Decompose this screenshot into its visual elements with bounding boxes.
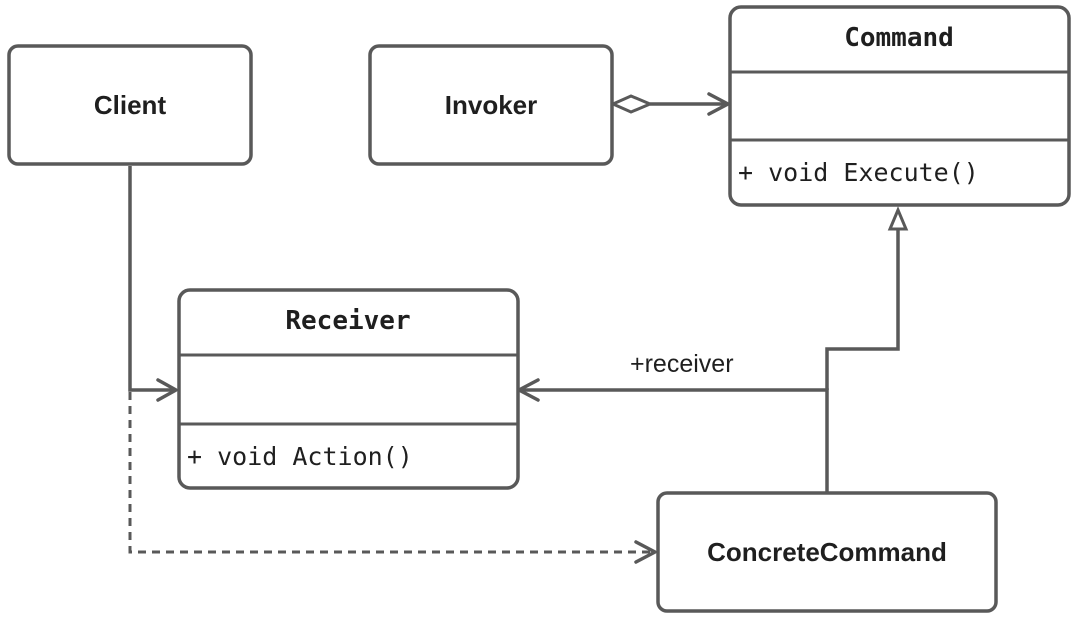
edge-concretecommand-command-inheritance bbox=[825, 206, 909, 390]
class-invoker[interactable]: Invoker bbox=[368, 44, 614, 166]
aggregation-diamond bbox=[609, 94, 654, 114]
class-client[interactable]: Client bbox=[7, 44, 253, 166]
class-command-method: + void Execute() bbox=[738, 158, 979, 187]
edge-client-concretecommand bbox=[128, 392, 657, 564]
class-receiver[interactable]: Receiver + void Action() bbox=[177, 288, 520, 490]
edge-invoker-command bbox=[609, 92, 730, 116]
edge-label-receiver: +receiver bbox=[630, 350, 734, 378]
class-command[interactable]: Command + void Execute() bbox=[728, 5, 1071, 207]
class-concretecommand[interactable]: ConcreteCommand bbox=[656, 491, 998, 613]
open-arrow-head bbox=[634, 540, 657, 564]
inheritance-triangle bbox=[887, 206, 909, 231]
open-arrow-head bbox=[707, 92, 730, 116]
class-concretecommand-name: ConcreteCommand bbox=[707, 537, 947, 567]
class-receiver-name: Receiver bbox=[285, 306, 410, 336]
class-command-name: Command bbox=[844, 23, 954, 53]
class-client-name: Client bbox=[94, 90, 167, 120]
class-receiver-method: + void Action() bbox=[187, 442, 413, 471]
class-invoker-name: Invoker bbox=[445, 90, 538, 120]
open-arrow-head bbox=[156, 378, 178, 402]
edge-concretecommand-receiver: +receiver bbox=[517, 350, 829, 492]
edge-client-receiver bbox=[128, 166, 178, 402]
